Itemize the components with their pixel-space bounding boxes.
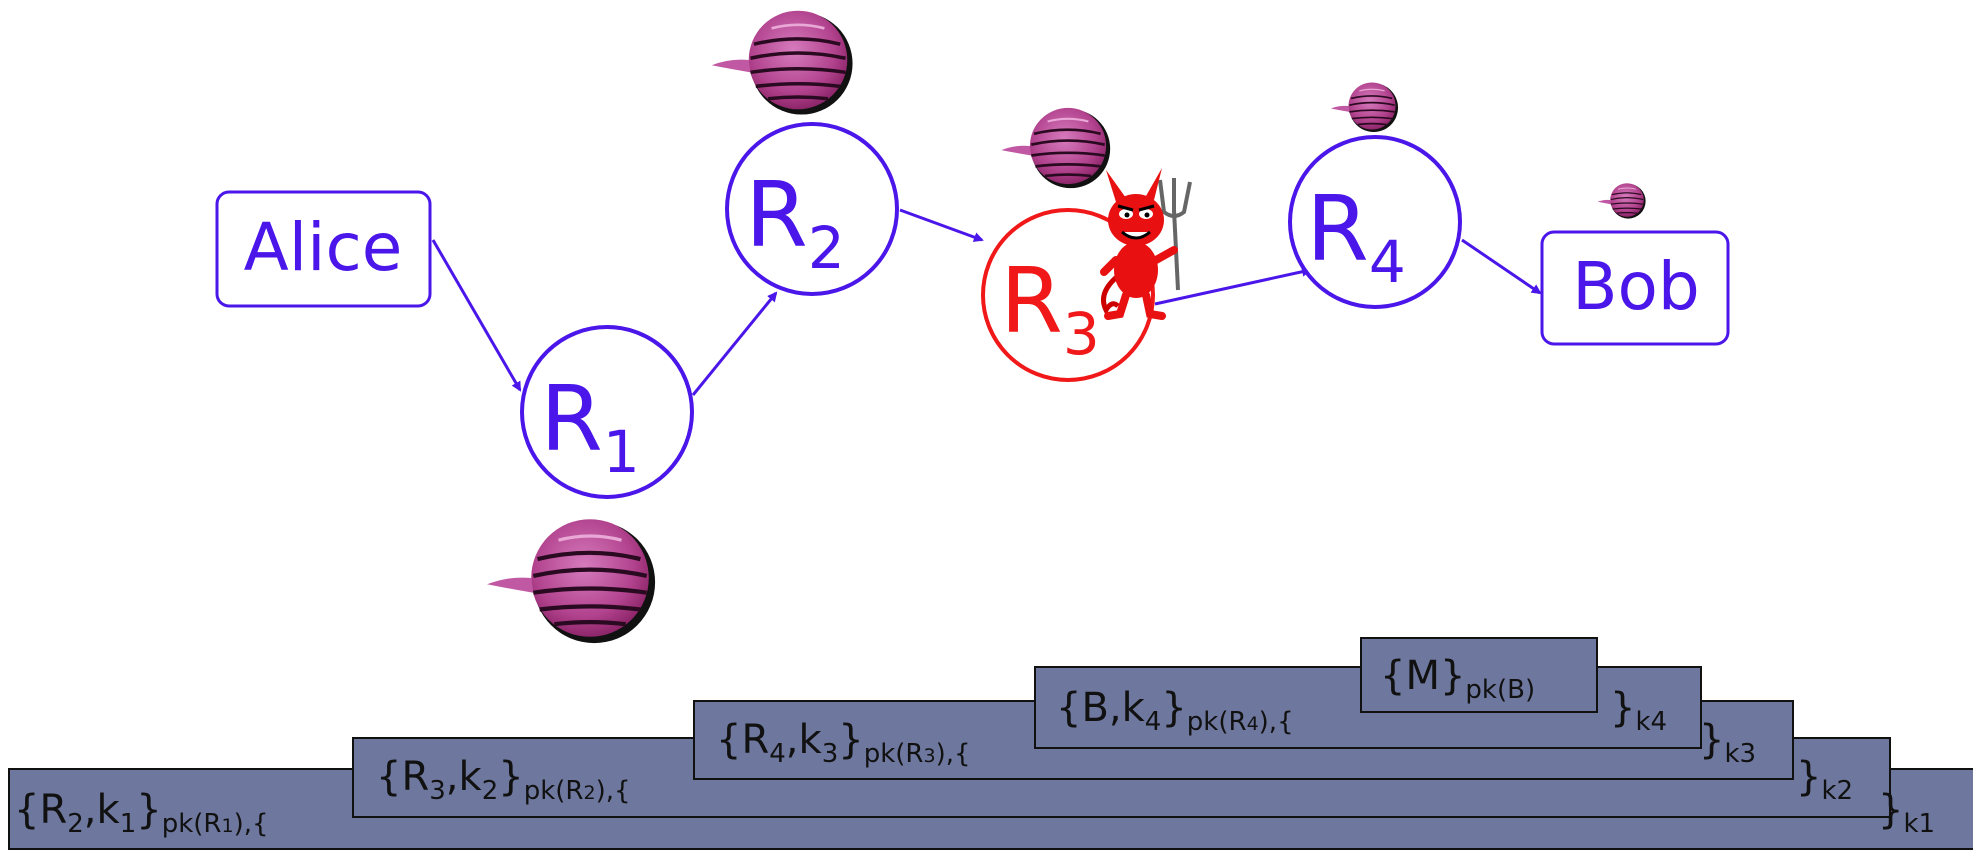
layer-5 [1360,637,1598,713]
edge-alice-r1 [431,239,522,392]
relay-r4: R4 [1288,135,1462,309]
r3-label: R3 [1000,249,1099,368]
edges [431,208,1542,396]
bob-node: Bob [1540,230,1730,346]
layer-2-text: {R3,k2}pk(R2),{ [376,754,631,807]
alice-label: Alice [244,209,403,286]
devil-icon [1100,168,1192,320]
layer-5-text: {M}pk(B) [1380,653,1536,706]
r2-label: R2 [745,163,844,282]
onion-icon [1329,81,1399,133]
layer-3-text: {R4,k3}pk(R3),{ [716,717,971,770]
onion-icon [710,8,855,117]
r1-label: R1 [540,367,639,486]
edge-r1-r2 [691,291,778,396]
relay-r2: R2 [725,122,899,296]
alice-node: Alice [215,190,432,308]
layer-1-tail: }k1 [1878,787,1936,840]
relay-r1: R1 [520,325,694,499]
onion-icon [487,519,655,643]
layer-4-text: {B,k4}pk(R4),{ [1056,685,1294,738]
edge-r3-r4 [1154,266,1312,306]
layer-2-tail: }k2 [1796,754,1854,807]
edge-r2-r3 [899,208,984,242]
bob-label: Bob [1572,248,1700,325]
layer-1-text: {R2,k1}pk(R1),{ [14,787,269,840]
relay-r3-compromised: R3 [981,208,1155,382]
layer-3-tail: }k3 [1699,717,1757,770]
r4-label: R4 [1306,177,1405,296]
onion-icon [999,106,1112,190]
layer-4-tail: }k4 [1610,685,1668,738]
onion-icon [1596,182,1647,220]
edge-r4-bob [1461,238,1542,295]
